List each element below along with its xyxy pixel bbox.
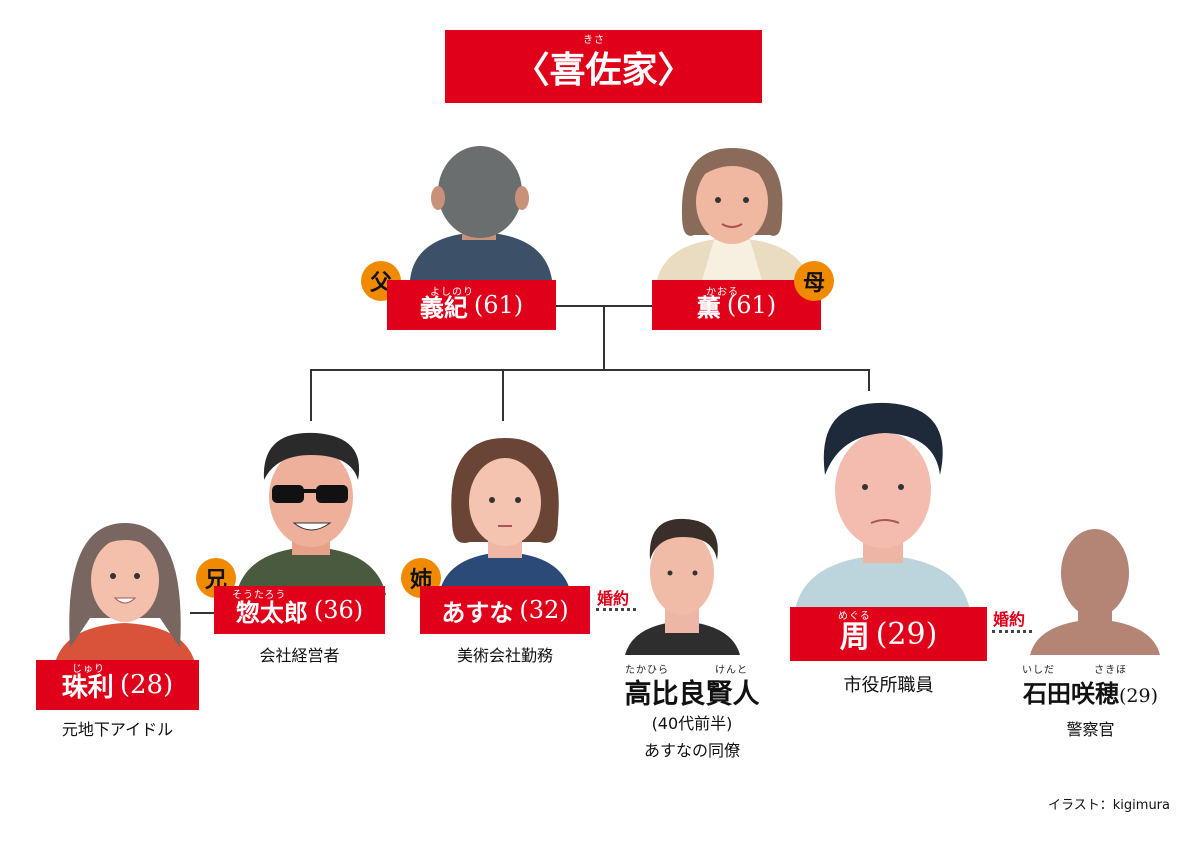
sister-portrait [440, 438, 570, 590]
brother-portrait [236, 432, 386, 595]
takahira-portrait [625, 518, 740, 655]
father-name: 義紀 [419, 292, 468, 322]
father-age: (61) [473, 291, 524, 319]
juri-portrait [55, 523, 195, 663]
takahira-role: あすなの同僚 [643, 741, 740, 760]
juri-age: (28) [119, 670, 174, 700]
juri-ruby: じゅり [72, 664, 105, 675]
sister-engagement-line [596, 608, 636, 611]
sister-role: 美術会社勤務 [456, 646, 553, 665]
takahira-ruby-family: たかひら [625, 665, 669, 676]
ishida-name-row: 石田咲穂(29) [1008, 674, 1173, 709]
sister-engagement-label: 婚約 [597, 589, 630, 608]
sister-name: あすな [441, 597, 514, 627]
ishida-ruby-family: いしだ [1022, 665, 1055, 676]
sister-age: (32) [519, 596, 569, 624]
mother-age: (61) [726, 291, 777, 319]
mother-ruby: かおる [706, 287, 739, 298]
page-title: 〈喜佐家〉 [445, 30, 762, 103]
amane-engagement-line [992, 630, 1032, 633]
brother-name-box: 惣太郎(36) [214, 586, 385, 634]
brother-ruby: そうたろう [232, 590, 287, 601]
title-text: 〈喜佐家〉 [513, 48, 694, 91]
juri-marriage-line [190, 612, 214, 614]
amane-drop [868, 369, 870, 391]
parents-connector [556, 305, 654, 307]
amane-role: 市役所職員 [843, 675, 934, 696]
father-ruby: よしのり [430, 287, 474, 298]
ishida-ruby-given: さきほ [1094, 665, 1127, 676]
juri-name: 珠利 [61, 672, 114, 703]
mother-name-box: 薫(61) [652, 280, 821, 330]
title-ruby: きさ [583, 35, 605, 46]
takahira-name: 高比良賢人 [624, 679, 760, 710]
amane-engagement-label: 婚約 [993, 610, 1026, 629]
father-name-box: 義紀(61) [387, 280, 556, 330]
ishida-age: (29) [1118, 685, 1158, 707]
takahira-ruby-given: けんと [715, 665, 748, 676]
amane-name: 周 [839, 620, 870, 655]
children-bar [310, 369, 870, 371]
amane-name-box: 周(29) [790, 607, 987, 661]
juri-role: 元地下アイドル [61, 720, 174, 739]
brother-name: 惣太郎 [235, 597, 308, 627]
takahira-age: (40代前半) [651, 714, 733, 733]
ishida-name: 石田咲穂 [1022, 679, 1119, 708]
brother-age: (36) [313, 596, 364, 624]
sister-drop [502, 369, 504, 421]
family-trunk [603, 305, 605, 369]
amane-age: (29) [875, 616, 938, 652]
illustration-credit: イラスト：kigimura [1048, 798, 1170, 813]
ishida-silhouette [1030, 529, 1160, 655]
mother-portrait [657, 148, 810, 280]
amane-ruby: めぐる [838, 611, 871, 622]
brother-role: 会社経営者 [259, 646, 340, 665]
amane-portrait [795, 402, 970, 610]
mother-badge: 母 [794, 261, 834, 301]
sister-name-box: あすな(32) [420, 586, 590, 634]
brother-drop [310, 369, 312, 421]
ishida-role: 警察官 [1066, 720, 1115, 739]
father-portrait [410, 146, 552, 280]
mother-name: 薫 [696, 292, 721, 322]
juri-name-box: 珠利(28) [36, 660, 199, 710]
